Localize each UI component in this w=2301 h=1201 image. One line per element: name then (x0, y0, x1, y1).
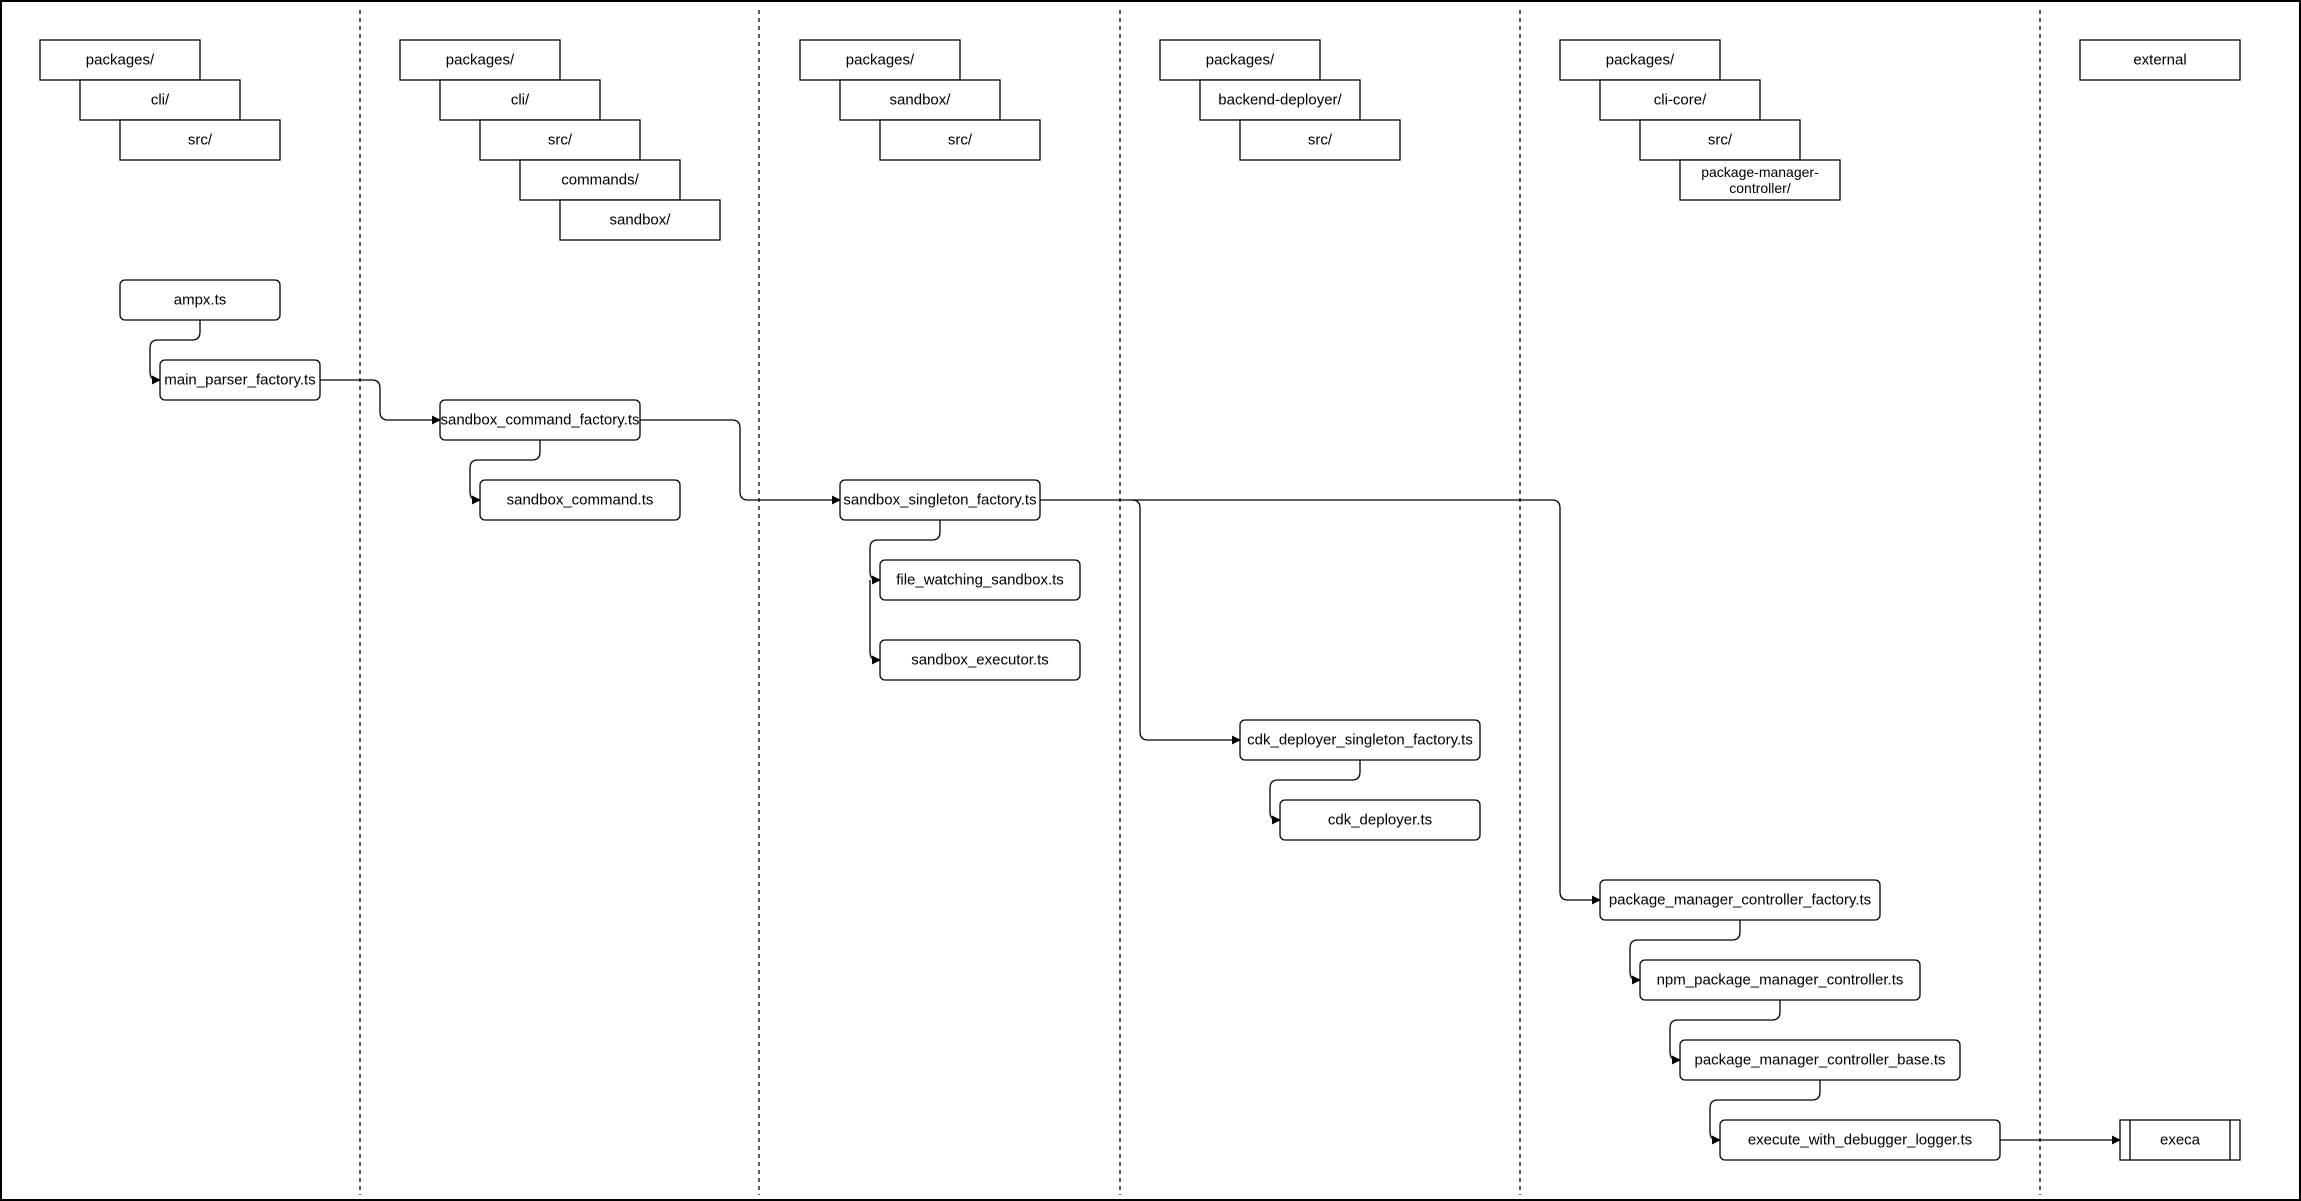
edge-command-factory-to-sandbox-command (469, 440, 541, 505)
file-node-sandbox-executor: sandbox_executor.ts (879, 639, 1081, 681)
folder-box: external (2079, 39, 2241, 81)
folder-label: packages/ (846, 52, 915, 69)
folder-box: sandbox/ (559, 199, 721, 241)
edge-singleton-to-executor (869, 580, 881, 665)
column-5-path: packages/ cli-core/ src/ package-manager… (1559, 39, 1841, 201)
folder-box: src/ (879, 119, 1041, 161)
edge-ampx-to-main-parser (149, 320, 201, 385)
edge-npm-controller-to-controller-base (1669, 1000, 1781, 1065)
file-label: package_manager_controller_factory.ts (1609, 892, 1871, 909)
folder-label: packages/ (446, 52, 515, 69)
folder-label: external (2133, 52, 2186, 69)
folder-box: package-manager-controller/ (1679, 159, 1841, 201)
file-label: sandbox_command.ts (507, 492, 654, 509)
file-label: execute_with_debugger_logger.ts (1748, 1132, 1972, 1149)
file-node-sandbox-singleton-factory: sandbox_singleton_factory.ts (839, 479, 1041, 521)
column-4-path: packages/ backend-deployer/ src/ (1159, 39, 1401, 161)
folder-box: packages/ (799, 39, 961, 81)
folder-label: src/ (1308, 132, 1333, 149)
folder-box: cli/ (439, 79, 601, 121)
file-label: main_parser_factory.ts (164, 372, 315, 389)
folder-box: packages/ (39, 39, 201, 81)
file-label: sandbox_executor.ts (911, 652, 1049, 669)
column-separators (359, 10, 2041, 1195)
folder-label: sandbox/ (610, 212, 672, 229)
file-label: package_manager_controller_base.ts (1695, 1052, 1946, 1069)
folder-label: cli/ (151, 92, 170, 109)
folder-label: src/ (948, 132, 973, 149)
folder-label: sandbox/ (890, 92, 952, 109)
file-node-sandbox-command: sandbox_command.ts (479, 479, 681, 521)
edge-singleton-to-pm-controller-factory (1132, 499, 1601, 905)
folder-label: cli/ (511, 92, 530, 109)
edge-main-parser-to-sandbox-command-factory (320, 379, 441, 425)
folder-box: cli/ (79, 79, 241, 121)
folder-label: src/ (548, 132, 573, 149)
file-label: ampx.ts (174, 292, 227, 309)
folder-label: package-manager-controller/ (1701, 164, 1819, 196)
file-node-cdk-deployer-singleton-factory: cdk_deployer_singleton_factory.ts (1239, 719, 1481, 761)
folder-label: cli-core/ (1654, 92, 1707, 109)
edge-controller-base-to-execute-with-logger (1709, 1080, 1821, 1145)
file-node-ampx: ampx.ts (119, 279, 281, 321)
folder-label: commands/ (561, 172, 639, 189)
folder-box: packages/ (1559, 39, 1721, 81)
folder-box: commands/ (519, 159, 681, 201)
folder-label: backend-deployer/ (1218, 92, 1342, 109)
file-label: npm_package_manager_controller.ts (1657, 972, 1904, 989)
folder-box: src/ (1239, 119, 1401, 161)
connectors (149, 320, 2121, 1145)
folder-label: packages/ (1606, 52, 1675, 69)
folder-label: src/ (188, 132, 213, 149)
column-6-path: external (2079, 39, 2241, 81)
folder-box: packages/ (1159, 39, 1321, 81)
folder-label: src/ (1708, 132, 1733, 149)
folder-box: packages/ (399, 39, 561, 81)
folder-box: src/ (119, 119, 281, 161)
edge-singleton-to-cdk-deployer-factory (1040, 499, 1241, 745)
external-module-execa: execa (2119, 1119, 2241, 1161)
folder-label: packages/ (1206, 52, 1275, 69)
edge-cdk-factory-to-cdk-deployer (1269, 760, 1361, 825)
folder-box: src/ (479, 119, 641, 161)
file-node-cdk-deployer: cdk_deployer.ts (1279, 799, 1481, 841)
column-3-path: packages/ sandbox/ src/ (799, 39, 1041, 161)
file-node-main-parser-factory: main_parser_factory.ts (159, 359, 321, 401)
file-node-npm-package-manager-controller: npm_package_manager_controller.ts (1639, 959, 1921, 1001)
file-label: cdk_deployer_singleton_factory.ts (1247, 732, 1473, 749)
folder-box: backend-deployer/ (1199, 79, 1361, 121)
folder-box: cli-core/ (1599, 79, 1761, 121)
file-label: execa (2160, 1132, 2201, 1149)
file-label: cdk_deployer.ts (1328, 812, 1432, 829)
folder-label: packages/ (86, 52, 155, 69)
file-node-execute-with-debugger-logger: execute_with_debugger_logger.ts (1719, 1119, 2001, 1161)
file-label: sandbox_singleton_factory.ts (843, 492, 1036, 509)
edge-singleton-to-file-watching (869, 520, 941, 585)
edge-pm-factory-to-npm-controller (1629, 920, 1741, 985)
file-node-package-manager-controller-factory: package_manager_controller_factory.ts (1599, 879, 1881, 921)
file-label: file_watching_sandbox.ts (896, 572, 1064, 589)
folder-box: src/ (1639, 119, 1801, 161)
file-label: sandbox_command_factory.ts (441, 412, 640, 429)
column-2-path: packages/ cli/ src/ commands/ sandbox/ (399, 39, 721, 241)
file-nodes: ampx.ts main_parser_factory.ts sandbox_c… (119, 279, 2241, 1161)
file-node-package-manager-controller-base: package_manager_controller_base.ts (1679, 1039, 1961, 1081)
file-node-sandbox-command-factory: sandbox_command_factory.ts (439, 399, 641, 441)
file-node-file-watching-sandbox: file_watching_sandbox.ts (879, 559, 1081, 601)
column-1-path: packages/ cli/ src/ (39, 39, 281, 161)
edge-command-factory-to-singleton-factory (640, 419, 841, 505)
folder-box: sandbox/ (839, 79, 1001, 121)
